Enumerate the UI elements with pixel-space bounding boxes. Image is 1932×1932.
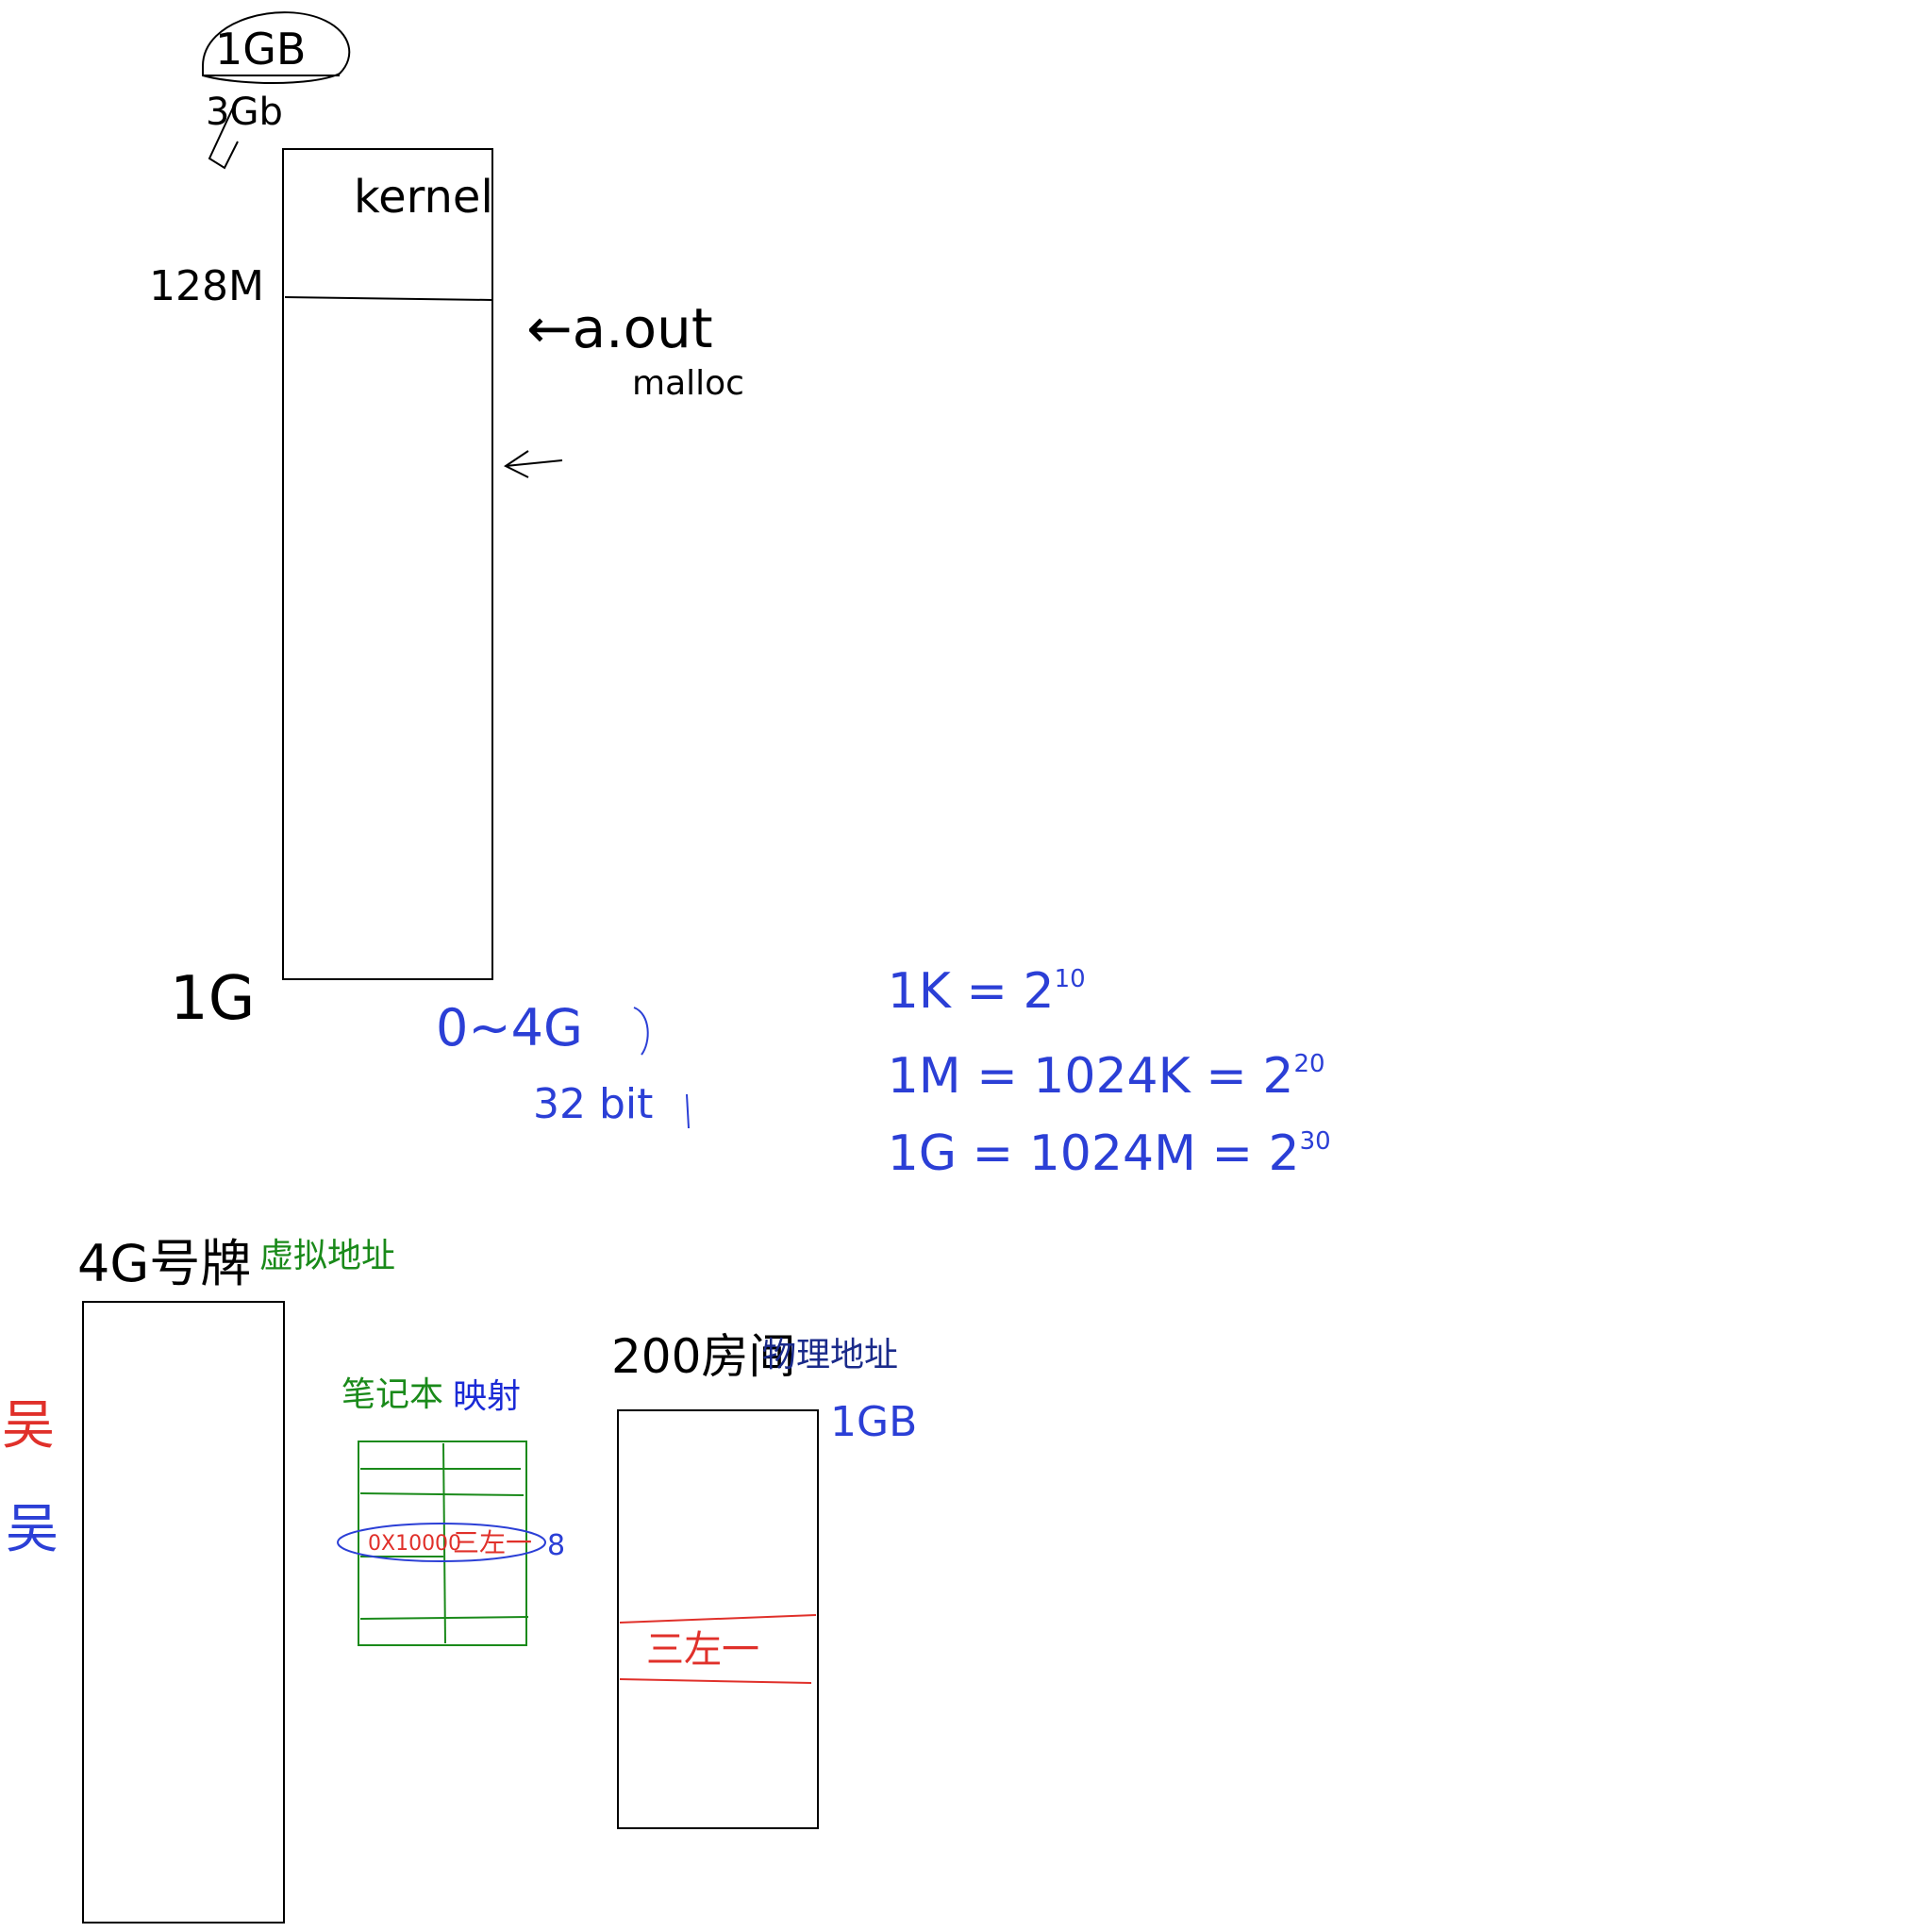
- label-128m: 128M: [149, 262, 264, 310]
- small-bracket: [208, 105, 239, 170]
- unit-conversions: 1K = 210 1M = 1024K = 220 1G = 1024M = 2…: [778, 942, 1408, 1182]
- bits-note: 32 bit: [533, 1080, 653, 1128]
- physical-size: 1GB: [830, 1398, 917, 1446]
- kernel-divider: [284, 296, 493, 301]
- 1gb-bubble: [202, 11, 351, 84]
- virtual-label: 虚拟地址: [259, 1237, 395, 1275]
- label-3gb: 3Gb: [206, 91, 283, 134]
- bottom-mapping: 4G号牌 虚拟地址 吴 吴 笔记本 映射 0X10000 三左一 8 200房间…: [2, 1234, 917, 1924]
- virtual-handwritten: 4G号牌: [77, 1234, 251, 1293]
- arrow-note-aout: ←a.out: [526, 296, 713, 360]
- room-entry: 三左一: [453, 1527, 532, 1558]
- bits-tick: [686, 1093, 690, 1129]
- unit-k: 1K = 210: [778, 942, 1163, 1020]
- mapping-label: 映射: [453, 1377, 521, 1416]
- physical-label: 物理地址: [762, 1336, 898, 1374]
- side-char-red: 吴: [2, 1395, 55, 1457]
- unit-g: 1G = 1024M = 230: [778, 1105, 1408, 1182]
- virtual-memory-block: [82, 1301, 285, 1924]
- unit-m: 1M = 1024K = 220: [778, 1027, 1403, 1105]
- label-1g: 1G: [170, 964, 255, 1034]
- physical-room-bottom: [619, 1678, 812, 1684]
- highlight-ellipse: [337, 1523, 546, 1562]
- mapping-table: 0X10000 三左一 8: [337, 1441, 565, 1646]
- arrow-note-malloc: malloc: [632, 364, 744, 403]
- top-address-space: 1GB 3Gb kernel 128M 1G ←a.out malloc 0~4…: [149, 11, 744, 1129]
- physical-handwritten: 200房间: [611, 1329, 795, 1384]
- label-1gb: 1GB: [215, 24, 306, 75]
- address-entry: 0X10000: [368, 1532, 461, 1556]
- left-arrow-icon: [504, 450, 563, 478]
- physical-room-top: [619, 1614, 817, 1624]
- memory-block: [282, 148, 493, 980]
- side-char-blue: 吴: [6, 1499, 58, 1560]
- notebook-label: 笔记本: [341, 1375, 443, 1414]
- room-entry-physical: 三左一: [646, 1628, 759, 1672]
- label-kernel: kernel: [354, 171, 493, 224]
- range-note: 0~4G: [436, 998, 583, 1058]
- side-number: 8: [547, 1529, 565, 1562]
- physical-memory-block: [617, 1409, 819, 1829]
- range-bracket: [633, 1007, 649, 1056]
